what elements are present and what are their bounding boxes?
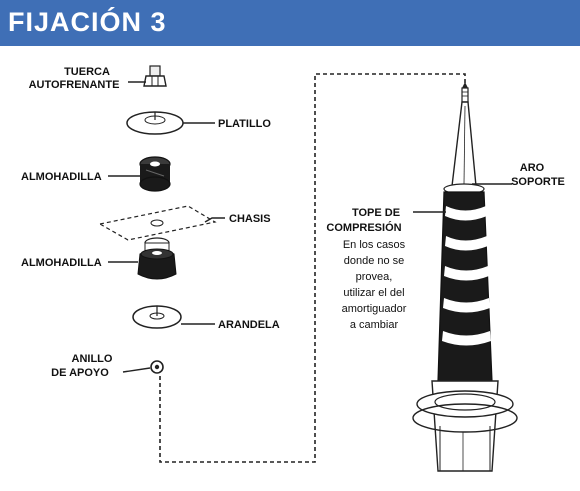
- lower-bushing-icon: [137, 237, 177, 280]
- note-line-1: En los casos: [343, 239, 406, 251]
- label-platillo: PLATILLO: [218, 118, 271, 130]
- leader-anillo: [122, 367, 151, 373]
- note-line-4: utilizar el del: [343, 287, 404, 299]
- arandela-washer-icon: [132, 305, 182, 329]
- note-line-6: a cambiar: [350, 319, 399, 331]
- leader-chasis: [204, 217, 225, 223]
- figure-title: FIJACIÓN 3: [8, 7, 167, 37]
- label-aro-line2: SOPORTE: [511, 176, 565, 188]
- label-tope-line2: COMPRESIÓN: [326, 221, 401, 234]
- upper-bushing-icon: [139, 156, 171, 192]
- platillo-washer-icon: [126, 111, 184, 135]
- label-tuerca-line1: TUERCA: [64, 66, 110, 78]
- header-bar: FIJACIÓN 3: [0, 0, 580, 46]
- note-line-5: amortiguador: [342, 303, 407, 315]
- label-almohadilla-bottom: ALMOHADILLA: [21, 257, 102, 269]
- label-tope-line1: TOPE DE: [352, 207, 400, 219]
- label-tuerca-line2: AUTOFRENANTE: [29, 79, 120, 91]
- lock-nut-icon: [143, 65, 167, 87]
- label-almohadilla-top: ALMOHADILLA: [21, 171, 102, 183]
- label-aro-line1: ARO: [520, 162, 545, 174]
- chassis-plate-icon: [98, 205, 217, 241]
- mounting-diagram: TUERCA AUTOFRENANTE PLATILLO ALMOHADILLA…: [21, 65, 565, 472]
- label-anillo-line1: ANILLO: [72, 353, 113, 365]
- support-ring-icon: [150, 360, 164, 374]
- shock-absorber-icon: [412, 82, 518, 472]
- label-chasis: CHASIS: [229, 213, 271, 225]
- assembly-dashed-path: [159, 73, 466, 463]
- label-anillo-line2: DE APOYO: [51, 367, 109, 379]
- label-arandela: ARANDELA: [218, 319, 280, 331]
- note-line-3: provea,: [356, 271, 393, 283]
- note-line-2: donde no se: [344, 255, 405, 267]
